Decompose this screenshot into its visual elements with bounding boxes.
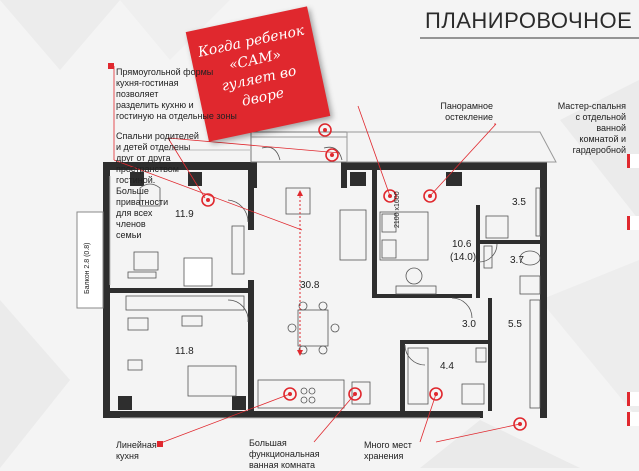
annotation-line: комнатой и bbox=[579, 134, 626, 144]
annotation-line: остекление bbox=[445, 112, 493, 122]
side-tab bbox=[627, 154, 639, 168]
annotation-line: Спальни родителей bbox=[116, 131, 199, 141]
annotation-line: приватности bbox=[116, 197, 169, 207]
side-tab bbox=[627, 412, 639, 426]
annotation-line: кухня bbox=[116, 451, 139, 461]
annotation-line: Большая bbox=[249, 438, 287, 448]
annotation-panoramic: Панорамное остекление bbox=[431, 101, 493, 123]
annotation-line: Прямоугольной формы bbox=[116, 67, 214, 77]
annotation-big-bathroom: Большая функциональная ванная комната bbox=[249, 438, 320, 471]
annotation-line: с отдельной bbox=[575, 112, 626, 122]
annotation-storage: Много мест хранения bbox=[364, 440, 412, 462]
annotation-line: для всех bbox=[116, 208, 153, 218]
side-tab bbox=[627, 392, 639, 406]
header-title: ПЛАНИРОВОЧНОЕ bbox=[425, 8, 633, 33]
annotation-line: пространством bbox=[116, 164, 179, 174]
balcony-label: Балкон 2.8 (0.8) bbox=[84, 242, 91, 295]
annotation-line: Линейная bbox=[116, 440, 157, 450]
annotation-line: гостиную на отдельные зоны bbox=[116, 111, 237, 121]
annotation-line: разделить кухню и bbox=[116, 100, 194, 110]
annotation-linear-kitchen: Линейная кухня bbox=[116, 440, 157, 462]
room-area-bedroom-1: 11.9 bbox=[175, 209, 194, 220]
room-area-bath-1: 3.5 bbox=[512, 197, 526, 208]
annotation-line: гардеробной bbox=[572, 145, 626, 155]
room-area-corridor: 5.5 bbox=[508, 319, 522, 330]
annotation-line: позволяет bbox=[116, 89, 159, 99]
room-area-master-sub: (14.0) bbox=[450, 252, 477, 263]
annotation-line: гостиной. bbox=[116, 175, 156, 185]
annotation-kitchen-living: Прямоугольной формы кухня-гостиная позво… bbox=[116, 67, 237, 122]
annotation-line: Много мест bbox=[364, 440, 412, 450]
annotation-line: друг от друга bbox=[116, 153, 171, 163]
annotation-line: хранения bbox=[364, 451, 404, 461]
room-area-bedroom-2: 11.8 bbox=[175, 346, 194, 357]
annotation-line: ванная комната bbox=[249, 460, 316, 470]
annotation-line: и детей отделены bbox=[116, 142, 191, 152]
room-area-master: 10.6 bbox=[452, 239, 472, 250]
annotation-line: Больше bbox=[116, 186, 149, 196]
annotation-line: Панорамное bbox=[440, 101, 493, 111]
room-area-bath-3: 4.4 bbox=[440, 361, 454, 372]
annotation-master-bedroom: Мастер-спальня с отдельной ванной комнат… bbox=[544, 101, 626, 156]
side-tab bbox=[627, 216, 639, 230]
annotation-line: Мастер-спальня bbox=[557, 101, 626, 111]
room-area-bath-2: 3.7 bbox=[510, 255, 524, 266]
annotation-line: кухня-гостиная bbox=[116, 78, 179, 88]
bed-size-label: 2100 x1600 bbox=[394, 191, 401, 228]
annotation-line: ванной bbox=[596, 123, 626, 133]
annotation-line: членов bbox=[116, 219, 146, 229]
annotation-line: функциональная bbox=[249, 449, 320, 459]
room-area-hall: 3.0 bbox=[462, 319, 476, 330]
annotation-bedrooms: Спальни родителей и детей отделены друг … bbox=[116, 131, 199, 241]
annotation-line: семьи bbox=[116, 230, 142, 240]
room-area-living: 30.8 bbox=[300, 280, 320, 291]
